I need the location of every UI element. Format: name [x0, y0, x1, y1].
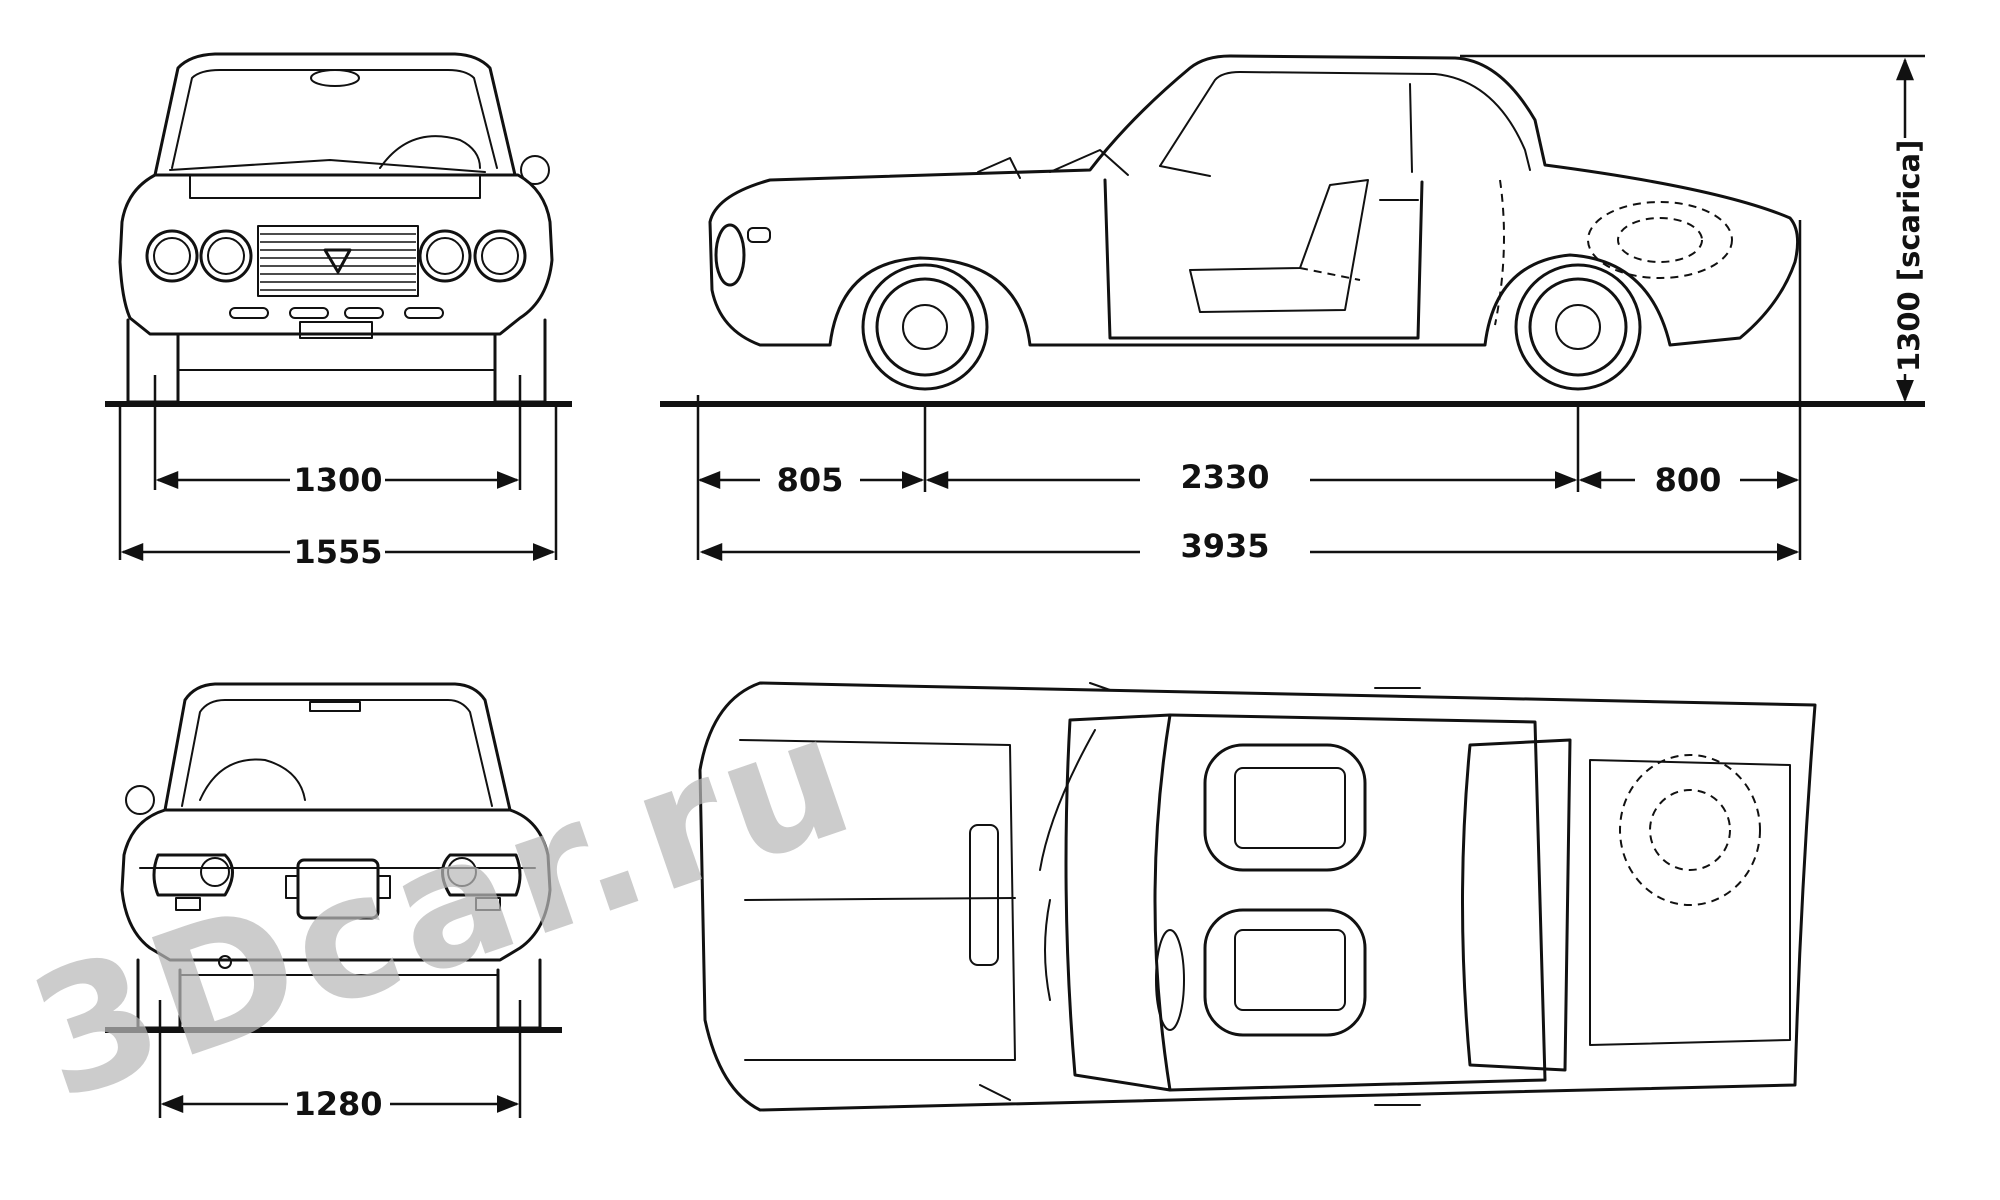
side-b-pillar [1409, 83, 1413, 173]
rear-side-mirror [125, 785, 155, 815]
side-front-wheel-rim [875, 277, 975, 377]
top-hood [739, 739, 1016, 1061]
side-rear-wheel-tire [1514, 263, 1642, 391]
front-body [118, 173, 554, 336]
rear-view: 1280 [105, 682, 562, 1123]
top-windshield [1064, 713, 1172, 1092]
dim-rear-overhang: 800 [1655, 461, 1722, 499]
rear-lamps [152, 853, 522, 911]
front-wipers [169, 159, 486, 173]
dim-rear-track: 1280 [293, 1085, 382, 1123]
top-view [698, 681, 1817, 1112]
front-grille-bars [260, 233, 416, 291]
rear-exhaust [218, 955, 232, 969]
side-view: 805 2330 800 3935 1300 [scarica] [660, 54, 1926, 565]
dim-height: 1300 [scarica] [1892, 140, 1926, 372]
side-wipers-hood [977, 157, 1021, 179]
top-steering-wheel [1155, 929, 1185, 1031]
side-door [1103, 178, 1424, 340]
front-headlights [145, 229, 527, 283]
side-front-wheel-tire [861, 263, 989, 391]
side-a-pillar [1159, 165, 1211, 177]
front-bumper-lamps [229, 307, 444, 339]
top-seats [1203, 743, 1367, 1037]
side-seat [1189, 179, 1369, 313]
rear-window-glass [181, 699, 493, 807]
side-spare-wheel [1587, 201, 1733, 279]
top-wiper-arms [1039, 729, 1096, 1001]
front-left-wheel [126, 318, 180, 404]
top-mirrors [979, 682, 1111, 1101]
dim-front-overhang: 805 [777, 461, 844, 499]
rear-window-frame [163, 682, 512, 812]
side-seat-rail [1299, 267, 1361, 281]
side-windshield-wiper [1049, 149, 1129, 176]
top-door-handles [1374, 687, 1421, 1106]
front-view: 1300 1555 [105, 52, 572, 571]
dim-overall-length: 3935 [1180, 527, 1269, 565]
top-body [698, 681, 1817, 1112]
rear-plate-lamp-left [285, 875, 299, 899]
side-rear-wheel-hub [1555, 304, 1601, 350]
top-spare-wheel [1619, 754, 1761, 906]
top-rear-window [1461, 738, 1572, 1072]
side-spare-wheel-inner [1617, 217, 1703, 263]
front-plate [299, 321, 373, 339]
side-body [708, 54, 1800, 347]
side-rear-wheel-rim [1528, 277, 1628, 377]
front-grille [257, 225, 419, 297]
rear-plate-lamp-right [377, 875, 391, 899]
front-windshield-glass [171, 69, 498, 169]
front-badge [323, 248, 352, 274]
front-steering-wheel [379, 135, 481, 169]
top-cabin [1168, 713, 1547, 1092]
dim-front-track: 1300 [293, 461, 382, 499]
top-trunk-lid [1589, 759, 1791, 1046]
side-front-wheel-hub [902, 304, 948, 350]
rear-steering-wheel [199, 758, 306, 801]
dim-front-width: 1555 [293, 533, 382, 571]
front-mirror [310, 69, 360, 87]
side-indicator [747, 227, 771, 243]
top-hood-scoop [969, 824, 999, 966]
side-rear-seat-outline [1494, 179, 1505, 326]
side-window-frame [1159, 71, 1531, 171]
dim-wheelbase: 2330 [1180, 458, 1269, 496]
rear-body [120, 808, 552, 962]
front-side-mirror [520, 155, 550, 185]
front-hood-edge [189, 174, 481, 199]
watermark: 3Dcar.ru [9, 674, 879, 1139]
front-windshield-frame [153, 52, 517, 177]
rear-mirror [309, 701, 361, 712]
top-spare-wheel-inner [1649, 789, 1731, 871]
side-headlight [714, 223, 746, 287]
top-hood-centerline [744, 897, 1016, 901]
